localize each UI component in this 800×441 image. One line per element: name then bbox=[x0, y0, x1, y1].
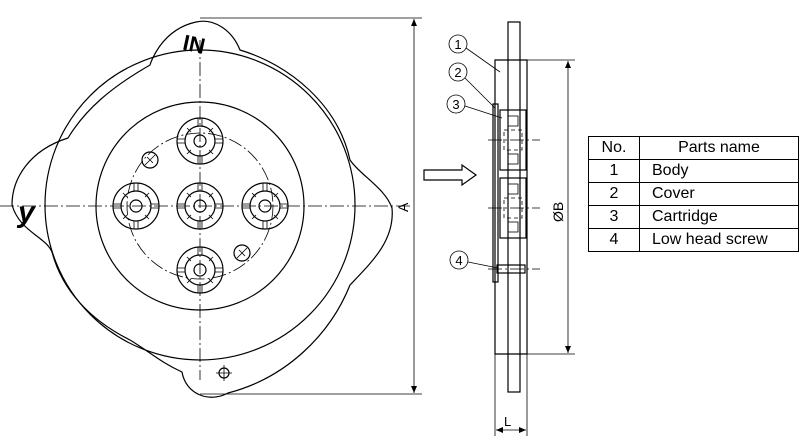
port-center bbox=[176, 182, 224, 230]
balloon-3: 3 bbox=[446, 94, 503, 119]
svg-text:2: 2 bbox=[454, 65, 461, 80]
table-row: 4 Low head screw bbox=[588, 228, 799, 252]
row-no: 1 bbox=[588, 159, 640, 183]
side-cartridge-bottom bbox=[488, 177, 540, 239]
side-cover bbox=[492, 103, 499, 283]
side-screw bbox=[488, 264, 540, 274]
row-no: 4 bbox=[588, 228, 640, 252]
side-cartridge-top bbox=[488, 109, 540, 171]
row-no: 2 bbox=[588, 182, 640, 206]
cover-screw-upper-left bbox=[141, 151, 159, 169]
row-name: Body bbox=[639, 159, 799, 183]
front-view: IN y bbox=[0, 20, 412, 398]
header-no: No. bbox=[588, 136, 640, 160]
dimension-a-label: A bbox=[395, 202, 411, 212]
svg-text:3: 3 bbox=[452, 97, 459, 112]
dimension-l-label: L bbox=[504, 414, 511, 429]
row-no: 3 bbox=[588, 205, 640, 229]
port-bottom bbox=[176, 246, 224, 294]
flange-outline bbox=[11, 20, 393, 398]
dimension-l: L bbox=[494, 354, 528, 436]
row-name: Cover bbox=[639, 182, 799, 206]
header-parts-name: Parts name bbox=[639, 136, 799, 160]
side-view: 1 2 3 4 ØB L bbox=[446, 21, 575, 436]
balloon-4: 4 bbox=[449, 250, 499, 270]
row-name: Cartridge bbox=[639, 205, 799, 229]
mounting-hole bbox=[216, 365, 232, 381]
row-name: Low head screw bbox=[639, 228, 799, 252]
balloon-1: 1 bbox=[448, 34, 501, 73]
table-row: 2 Cover bbox=[588, 182, 799, 206]
cover-screw-lower-right bbox=[233, 244, 251, 262]
dimension-a: A bbox=[200, 17, 422, 395]
dimension-b-label: ØB bbox=[550, 202, 566, 222]
port-top bbox=[176, 117, 224, 165]
table-row: 1 Body bbox=[588, 159, 799, 183]
balloon-2: 2 bbox=[448, 62, 496, 109]
marking-in: IN bbox=[181, 30, 208, 59]
marking-logo: y bbox=[16, 196, 36, 229]
svg-text:1: 1 bbox=[454, 37, 461, 52]
svg-text:4: 4 bbox=[455, 253, 462, 268]
dimension-b: ØB bbox=[527, 59, 575, 355]
table-row: 3 Cartridge bbox=[588, 205, 799, 229]
parts-table: No. Parts name 1 Body 2 Cover 3 Cartridg… bbox=[588, 136, 799, 252]
direction-arrow bbox=[423, 163, 478, 187]
port-right bbox=[241, 182, 289, 230]
port-left bbox=[112, 182, 160, 230]
parts-table-header: No. Parts name bbox=[588, 136, 799, 160]
